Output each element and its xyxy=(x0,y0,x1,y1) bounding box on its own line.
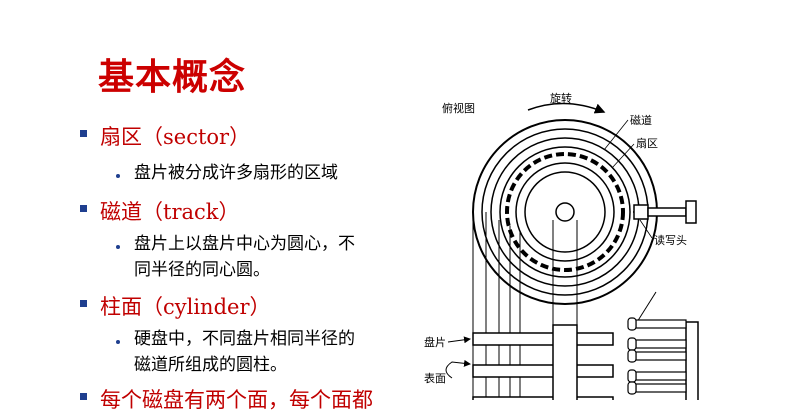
bullet-dot-icon xyxy=(116,245,120,249)
bullet-heading-cylinder: 柱面（cylinder） xyxy=(100,295,271,319)
bullet-heading-track: 磁道（track） xyxy=(100,200,240,224)
disk-diagram: 俯视图 旋转 磁道 扇区 读写头 盘片 表面 xyxy=(424,91,699,400)
label-top-view: 俯视图 xyxy=(442,101,475,115)
label-head: 读写头 xyxy=(654,233,687,247)
bullet-square-icon xyxy=(80,393,87,400)
platter-stack xyxy=(472,324,614,400)
slide-title: 基本概念 xyxy=(98,56,247,98)
bullet-square-icon xyxy=(80,205,87,212)
bullet-detail-track: 盘片上以盘片中心为圆心，不 同半径的同心圆。 xyxy=(134,234,355,280)
bullet-dot-icon xyxy=(116,340,120,344)
rotation-arrow xyxy=(527,102,606,114)
bullet-square-icon xyxy=(80,130,87,137)
label-track: 磁道 xyxy=(630,113,652,127)
bullet-heading-sector: 扇区（sector） xyxy=(100,125,251,149)
read-write-head xyxy=(633,200,697,224)
bullet-heading-surfaces: 每个磁盘有两个面，每个面都 xyxy=(100,388,373,412)
label-platter: 盘片 xyxy=(424,335,446,349)
bullet-detail-sector: 盘片被分成许多扇形的区域 xyxy=(134,163,338,183)
platter-top-view xyxy=(472,119,658,305)
bullet-square-icon xyxy=(80,300,87,307)
bullet-detail-cylinder: 硬盘中，不同盘片相同半径的 磁道所组成的圆柱。 xyxy=(134,329,355,375)
head-arm-assembly xyxy=(627,317,699,400)
bullet-dot-icon xyxy=(116,174,120,178)
label-surface: 表面 xyxy=(424,371,446,385)
label-sector: 扇区 xyxy=(636,136,658,150)
label-rotation: 旋转 xyxy=(550,91,572,105)
